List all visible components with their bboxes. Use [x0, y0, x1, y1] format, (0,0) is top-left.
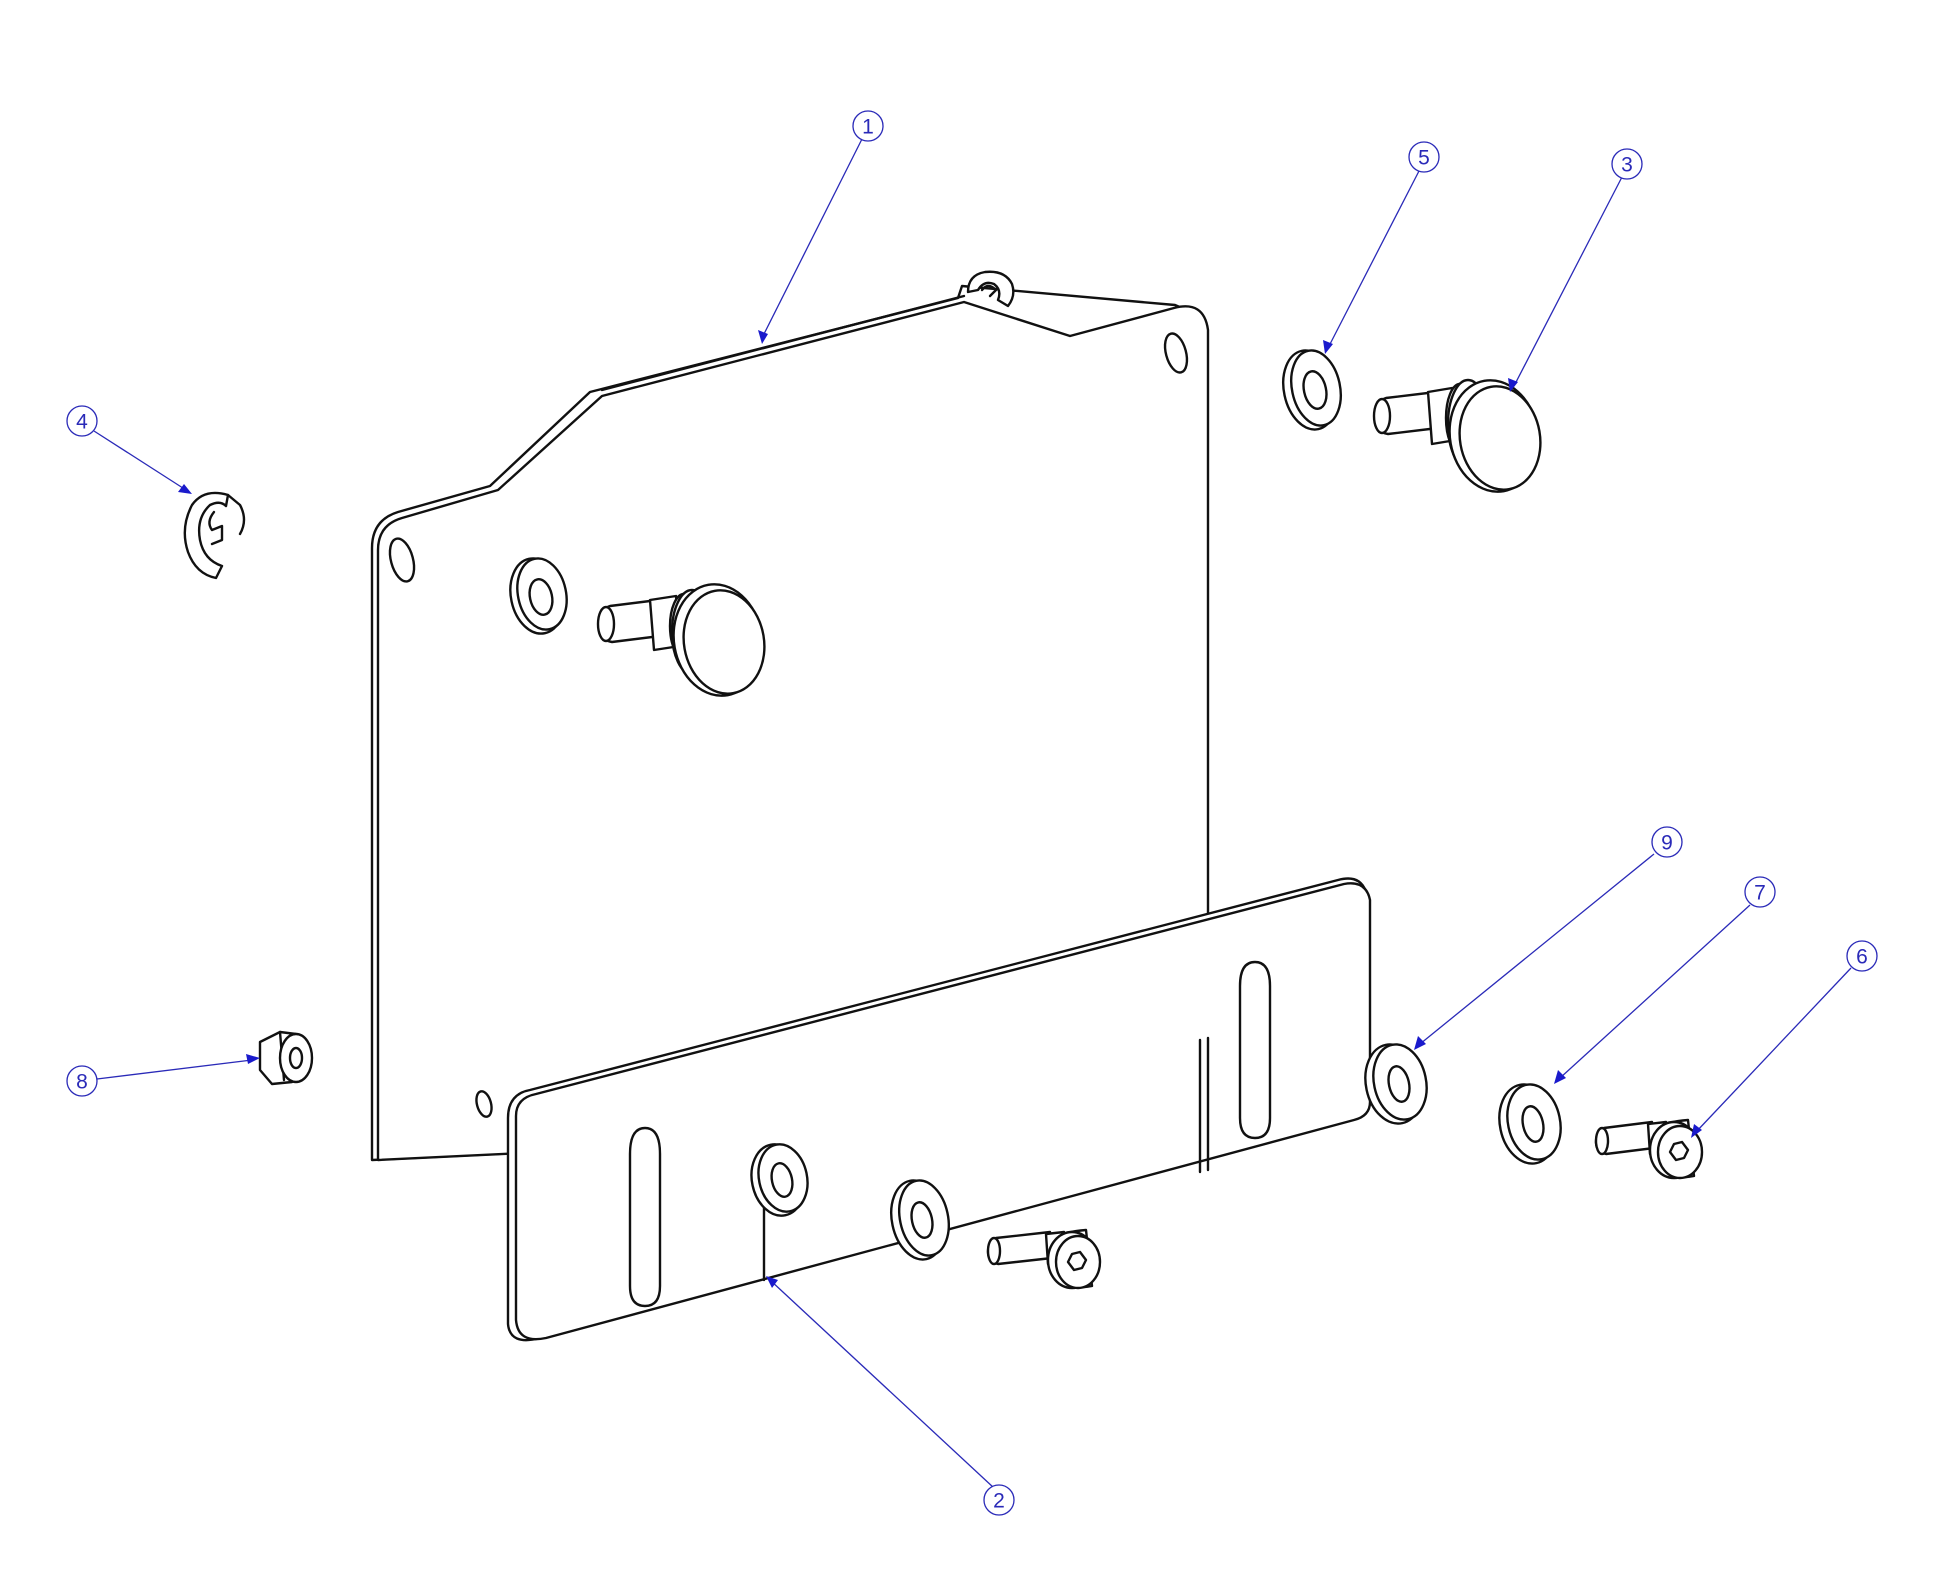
balloon-6: 6	[1846, 940, 1878, 972]
balloon-2-label: 2	[993, 1490, 1005, 1513]
plate-hole-bottom	[475, 1090, 493, 1118]
arrowhead-4	[178, 484, 192, 494]
washer-7	[1498, 1083, 1562, 1165]
arrowhead-8	[246, 1054, 260, 1064]
leader-5	[1327, 170, 1420, 349]
balloon-3: 3	[1611, 148, 1643, 180]
balloon-7-label: 7	[1754, 882, 1766, 905]
leader-3	[1513, 176, 1623, 387]
leader-1	[761, 136, 864, 339]
balloon-5: 5	[1408, 141, 1440, 173]
washer-9	[1364, 1043, 1428, 1125]
leader-8	[96, 1059, 253, 1080]
e-clip-top	[966, 270, 1015, 308]
balloon-8-label: 8	[76, 1071, 88, 1094]
hex-nut	[258, 1030, 314, 1086]
leader-7	[1559, 904, 1751, 1079]
balloon-7: 7	[1744, 876, 1776, 908]
balloon-1: 1	[852, 110, 884, 142]
balloon-4: 4	[66, 405, 98, 437]
leader-6	[1695, 967, 1852, 1133]
bar-slot-left	[628, 1126, 662, 1308]
balloon-1-label: 1	[862, 116, 874, 139]
thumb-screw-top-right	[1372, 378, 1542, 493]
washer-bar-mid	[890, 1179, 950, 1261]
washer-top-right	[1282, 349, 1342, 431]
slotted-bar	[506, 877, 1372, 1342]
washer-bar-left	[750, 1143, 809, 1217]
thumb-screw-plate	[596, 583, 766, 697]
arrowhead-7	[1554, 1070, 1566, 1084]
arrowhead-1	[758, 330, 768, 344]
arrowhead-9	[1414, 1036, 1426, 1050]
washer-plate	[509, 557, 568, 635]
arrowhead-3	[1508, 378, 1518, 392]
leader-2	[769, 1279, 995, 1489]
balloon-2: 2	[983, 1484, 1015, 1516]
balloon-6-label: 6	[1856, 946, 1868, 969]
balloon-9-label: 9	[1661, 832, 1673, 855]
balloon-8: 8	[66, 1065, 98, 1097]
arrowhead-6	[1691, 1124, 1702, 1138]
plate-hole-right	[1163, 332, 1189, 374]
leader-4	[93, 430, 187, 491]
socket-screw-6	[1594, 1118, 1704, 1180]
leader-9	[1419, 853, 1655, 1045]
main-plate	[370, 284, 1210, 1162]
balloon-5-label: 5	[1418, 147, 1430, 170]
socket-screw-bar	[986, 1228, 1102, 1290]
leader-lines	[93, 136, 1852, 1489]
balloon-9: 9	[1651, 826, 1683, 858]
arrowhead-5	[1323, 340, 1333, 354]
plate-hole-left	[388, 537, 416, 583]
bar-slot-right	[1238, 960, 1272, 1140]
e-clip-left	[183, 491, 246, 580]
balloon-4-label: 4	[76, 411, 88, 434]
balloon-3-label: 3	[1621, 154, 1633, 177]
arrowhead-2	[766, 1276, 778, 1288]
